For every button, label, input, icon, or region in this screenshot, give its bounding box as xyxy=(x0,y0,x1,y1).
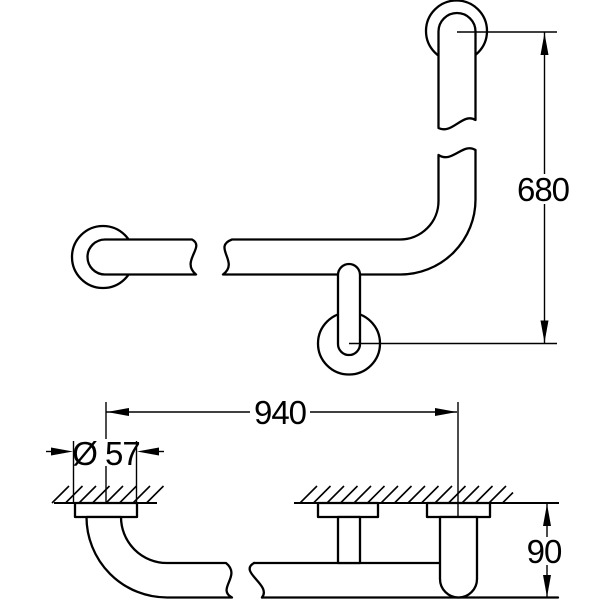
dimension-diameter-57: Ø 57 xyxy=(46,435,164,504)
dimension-680: 680 xyxy=(349,31,571,345)
side-middle-post xyxy=(336,515,362,565)
dim-90-arrow-down xyxy=(543,575,551,597)
dim-57-label: Ø 57 xyxy=(72,435,140,472)
left-wall-hatching xyxy=(51,485,165,504)
dimension-90: 90 xyxy=(526,504,563,597)
side-left-curved-tube xyxy=(85,515,234,599)
dim-680-text-mask xyxy=(517,174,569,204)
left-bar-segment xyxy=(86,238,198,276)
dim-680-arrow-down xyxy=(540,320,549,343)
dim-90-label: 90 xyxy=(527,533,562,570)
dim-940-text-mask xyxy=(250,397,310,426)
side-right-end-tube xyxy=(438,515,479,599)
vertical-tube-upper-segment xyxy=(437,11,477,131)
dim-57-arrow-left xyxy=(51,447,73,456)
left-flange-plate xyxy=(73,501,139,519)
bottom-mount-stub xyxy=(336,262,362,357)
dim-90-text-mask xyxy=(526,537,563,565)
dim-90-arrow-up xyxy=(543,504,551,526)
dimension-940: 940 xyxy=(105,394,459,516)
side-bar-break-line xyxy=(248,561,265,599)
front-view xyxy=(70,0,489,376)
middle-flange-plate xyxy=(316,501,380,519)
dim-940-arrow-right xyxy=(435,408,457,416)
dim-940-label: 940 xyxy=(254,394,307,431)
side-view xyxy=(51,485,560,599)
right-wall-hatching xyxy=(299,485,514,504)
dim-57-text-mask xyxy=(76,439,134,466)
dim-940-arrow-left xyxy=(107,408,129,416)
dim-680-label: 680 xyxy=(517,171,570,208)
dim-680-arrow-up xyxy=(540,33,549,55)
corner-tube-segment xyxy=(221,147,477,276)
dim-57-arrow-right xyxy=(137,447,159,456)
